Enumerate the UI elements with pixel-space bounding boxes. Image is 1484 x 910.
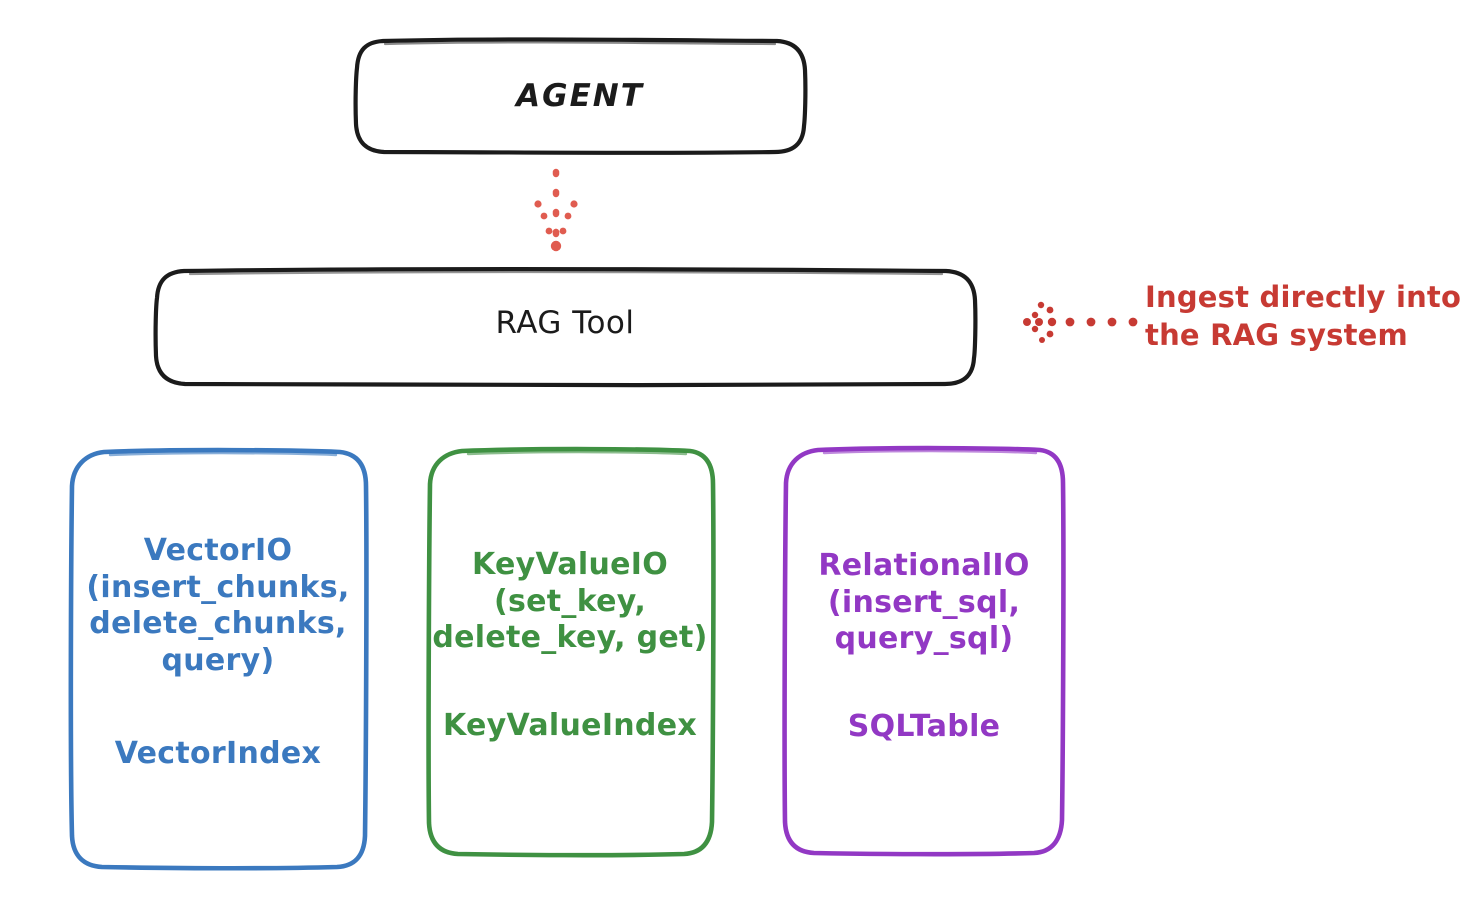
relational-io-node[interactable] bbox=[782, 445, 1066, 857]
ingest-annotation-text: Ingest directly into the RAG system bbox=[1145, 280, 1462, 352]
agent-to-rag-arrow bbox=[534, 168, 578, 252]
rag-tool-box-outline-sketch bbox=[188, 271, 944, 276]
keyvalue-box-outline-sketch bbox=[466, 450, 688, 456]
vector-box-outline-sketch bbox=[108, 451, 338, 457]
agent-box-outline-sketch bbox=[383, 41, 777, 46]
keyvalue-box-outline bbox=[426, 446, 716, 858]
agent-box-outline bbox=[353, 37, 808, 155]
relational-box-outline-sketch bbox=[822, 449, 1038, 455]
vector-box-outline bbox=[68, 447, 369, 871]
keyvalue-io-node[interactable] bbox=[426, 446, 716, 858]
rag-tool-box-outline bbox=[153, 267, 978, 388]
rag-tool-node[interactable] bbox=[153, 267, 978, 388]
ingest-annotation-arrow bbox=[1023, 301, 1138, 343]
vector-io-node[interactable] bbox=[68, 447, 369, 871]
relational-box-outline bbox=[782, 445, 1066, 857]
arrow-head-dots bbox=[534, 200, 578, 252]
agent-node[interactable] bbox=[353, 37, 808, 155]
